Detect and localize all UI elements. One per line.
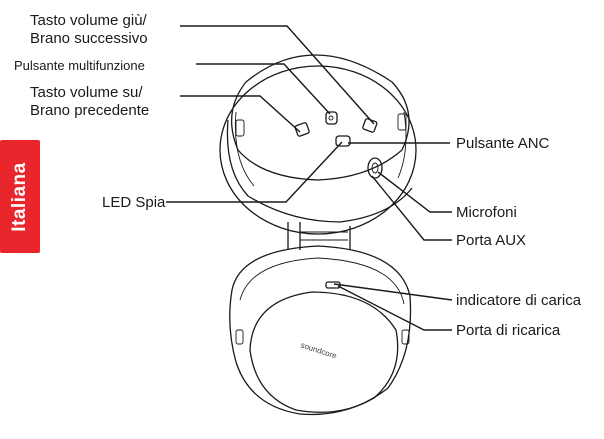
upper-earcup <box>219 54 417 235</box>
label-mic: Microfoni <box>456 204 517 221</box>
language-tab-text: Italiana <box>9 161 30 232</box>
label-multifunction: Pulsante multifunzione <box>14 58 145 73</box>
leader-lines <box>166 25 453 331</box>
language-tab: Italiana <box>0 140 40 253</box>
label-charge-port: Porta di ricarica <box>456 322 561 339</box>
label-charge-indicator: indicatore di carica <box>456 292 582 309</box>
label-vol-down-line1: Tasto volume giù/ <box>30 12 147 29</box>
label-anc: Pulsante ANC <box>456 135 550 152</box>
label-vol-up-line1: Tasto volume su/ <box>30 84 143 101</box>
label-vol-down-line2: Brano successivo <box>30 30 148 47</box>
label-led: LED Spia <box>102 194 166 211</box>
lower-earcup <box>229 245 412 416</box>
headband-link <box>287 222 351 250</box>
label-vol-up-line2: Brano precedente <box>30 102 150 119</box>
label-aux: Porta AUX <box>456 232 527 249</box>
